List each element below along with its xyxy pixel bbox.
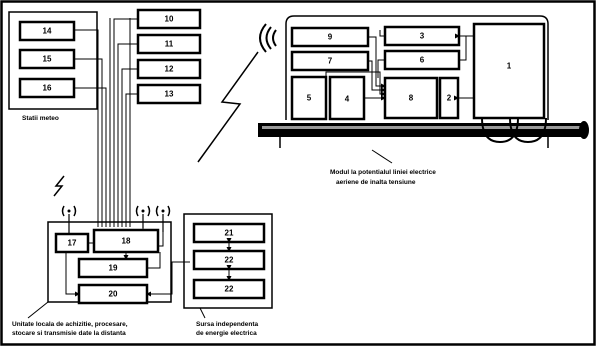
box-9: 9: [290, 26, 370, 48]
svg-text:9: 9: [328, 33, 333, 42]
antenna-right: [155, 205, 171, 232]
svg-text:18: 18: [122, 237, 131, 246]
box-19: 19: [77, 257, 149, 279]
energy-caption-line1: Sursa independenta: [196, 321, 259, 328]
svg-text:15: 15: [43, 55, 52, 64]
module-leader-line: [371, 149, 393, 164]
svg-text:17: 17: [68, 239, 77, 248]
energy-caption-line2: de energie electrica: [196, 330, 257, 337]
svg-text:19: 19: [109, 264, 118, 273]
energy-source-group: [183, 213, 273, 309]
central-connections: [65, 228, 190, 297]
svg-text:2: 2: [447, 94, 452, 103]
svg-text:16: 16: [43, 84, 52, 93]
svg-text:21: 21: [225, 229, 234, 238]
box-11: 11: [136, 33, 202, 55]
module-caption-line2: aeriene de inalta tensiune: [336, 179, 416, 186]
box-4: 4: [328, 75, 366, 121]
antenna-left: [61, 205, 77, 234]
weather-stations-group: [8, 11, 98, 110]
box-21: 21: [192, 222, 266, 244]
box-14: 14: [18, 20, 76, 42]
box-20: 20: [77, 283, 149, 305]
central-caption-line2: stocare si transmisie date la distanta: [12, 330, 126, 337]
svg-text:13: 13: [165, 90, 174, 99]
svg-text:5: 5: [307, 94, 312, 103]
svg-text:8: 8: [409, 94, 414, 103]
box-16: 16: [18, 77, 76, 99]
svg-text:14: 14: [43, 27, 52, 36]
wireless-link-left-symbol: [53, 175, 65, 197]
box-15: 15: [18, 48, 76, 70]
energy-caption-leader: [199, 307, 206, 319]
box-10: 10: [136, 8, 202, 30]
svg-text:4: 4: [345, 95, 350, 104]
box-1: 1: [472, 22, 546, 120]
module-caption-line1: Modul la potentialul liniei electrice: [330, 169, 436, 176]
central-caption-line1: Unitate locala de achizitie, procesare,: [12, 321, 128, 328]
module-connections: [325, 30, 474, 101]
svg-text:7: 7: [328, 57, 333, 66]
weather-stations-caption: Statii meteo: [22, 115, 59, 122]
svg-text:3: 3: [420, 32, 425, 41]
box-22-lower: 22: [192, 278, 266, 300]
svg-text:20: 20: [109, 290, 118, 299]
box-3: 3: [383, 25, 461, 47]
svg-text:12: 12: [165, 65, 174, 74]
svg-text:6: 6: [420, 56, 425, 65]
svg-text:10: 10: [165, 15, 174, 24]
box-17: 17: [54, 232, 90, 254]
box-18: 18: [92, 228, 160, 254]
power-line-conductor: [258, 117, 589, 144]
box-8: 8: [383, 76, 439, 120]
box-12: 12: [136, 58, 202, 80]
box-2: 2: [438, 76, 460, 120]
box-5: 5: [290, 75, 328, 121]
box-22-upper: 22: [192, 249, 266, 271]
svg-text:11: 11: [165, 40, 174, 49]
box-13: 13: [136, 83, 202, 105]
svg-text:22: 22: [225, 285, 234, 294]
central-caption-leader: [27, 301, 49, 319]
box-6: 6: [383, 49, 461, 71]
svg-text:22: 22: [225, 256, 234, 265]
svg-text:1: 1: [507, 62, 512, 71]
antenna-mid: [135, 205, 151, 228]
sensor-bus-lines: [74, 18, 138, 227]
box-7: 7: [290, 50, 370, 72]
wireless-link-zigzag: [197, 51, 259, 163]
